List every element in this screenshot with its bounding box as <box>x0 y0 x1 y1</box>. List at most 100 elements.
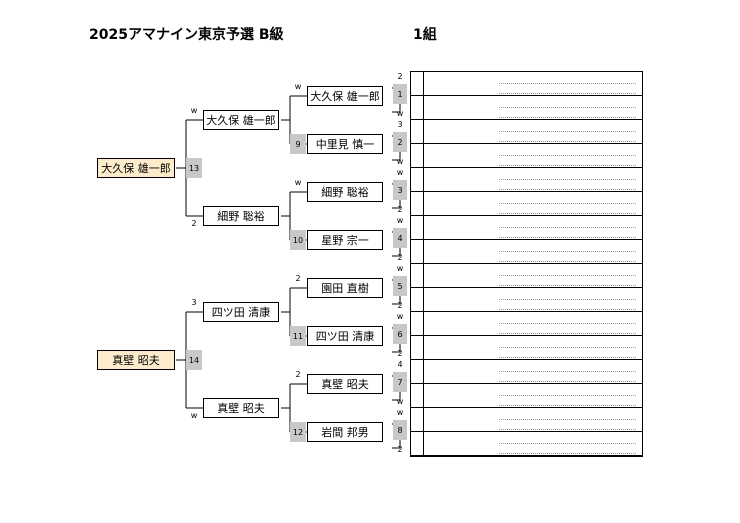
club-leader <box>499 189 636 190</box>
club-leader <box>499 141 636 142</box>
club-leader <box>499 405 636 406</box>
table-row <box>411 288 642 312</box>
name-leader <box>499 155 636 156</box>
r2-score: w <box>294 178 302 187</box>
r4-name-box: 大久保 雄一郎 <box>97 158 175 178</box>
r2-match-no: 6 <box>393 324 407 344</box>
r1-score: w <box>396 312 404 321</box>
name-leader <box>499 443 636 444</box>
r2-name-box: 大久保 雄一郎 <box>307 86 383 106</box>
r3-match-no: 11 <box>290 326 306 346</box>
r3-match-no: 12 <box>290 422 306 442</box>
name-leader <box>499 299 636 300</box>
r2-match-no: 2 <box>393 132 407 152</box>
table-row <box>411 336 642 360</box>
r3-name-box: 四ツ田 清康 <box>203 302 279 322</box>
table-row <box>411 72 642 96</box>
club-leader <box>499 429 636 430</box>
table-row <box>411 192 642 216</box>
name-leader <box>499 347 636 348</box>
r3-match-no: 10 <box>290 230 306 250</box>
name-leader <box>499 203 636 204</box>
name-leader <box>499 395 636 396</box>
club-leader <box>499 261 636 262</box>
r3-score: 2 <box>191 219 197 228</box>
r3-match-no: 9 <box>290 134 306 154</box>
r1-score: 2 <box>397 253 403 262</box>
r1-score: 2 <box>397 349 403 358</box>
table-row <box>411 312 642 336</box>
r2-name-box: 真壁 昭夫 <box>307 374 383 394</box>
r2-score: 2 <box>295 274 301 283</box>
r2-name-box: 岩間 邦男 <box>307 422 383 442</box>
name-leader <box>499 107 636 108</box>
r3-name-box: 真壁 昭夫 <box>203 398 279 418</box>
r2-name-box: 星野 宗一 <box>307 230 383 250</box>
club-leader <box>499 213 636 214</box>
r2-name-box: 細野 聡裕 <box>307 182 383 202</box>
name-leader <box>499 419 636 420</box>
r1-score: w <box>396 157 404 166</box>
name-leader <box>499 323 636 324</box>
r1-score: 2 <box>397 72 403 81</box>
club-leader <box>499 357 636 358</box>
r2-name-box: 園田 直樹 <box>307 278 383 298</box>
name-leader <box>499 83 636 84</box>
r2-match-no: 1 <box>393 84 407 104</box>
table-row <box>411 120 642 144</box>
table-row <box>411 144 642 168</box>
r2-match-no: 4 <box>393 228 407 248</box>
club-leader <box>499 165 636 166</box>
table-row <box>411 264 642 288</box>
r3-name-box: 細野 聡裕 <box>203 206 279 226</box>
r2-score: 2 <box>295 370 301 379</box>
r1-score: 2 <box>397 445 403 454</box>
club-leader <box>499 333 636 334</box>
table-row <box>411 96 642 120</box>
club-leader <box>499 93 636 94</box>
r4-name-box: 真壁 昭夫 <box>97 350 175 370</box>
r2-match-no: 8 <box>393 420 407 440</box>
r1-score: w <box>396 408 404 417</box>
r2-score: w <box>294 82 302 91</box>
table-row <box>411 360 642 384</box>
r2-match-no: 3 <box>393 180 407 200</box>
player-table <box>410 71 643 457</box>
table-divider <box>423 72 424 456</box>
table-row <box>411 432 642 456</box>
club-leader <box>499 453 636 454</box>
name-leader <box>499 275 636 276</box>
table-row <box>411 216 642 240</box>
r1-score: w <box>396 168 404 177</box>
name-leader <box>499 251 636 252</box>
r1-score: w <box>396 264 404 273</box>
table-row <box>411 384 642 408</box>
r4-match-no: 14 <box>186 350 202 370</box>
r1-score: 3 <box>397 120 403 129</box>
club-leader <box>499 309 636 310</box>
r2-match-no: 7 <box>393 372 407 392</box>
tournament-title: 2025アマナイン東京予選 B級 <box>89 27 284 43</box>
name-leader <box>499 371 636 372</box>
club-leader <box>499 285 636 286</box>
r3-score: w <box>190 106 198 115</box>
r1-score: 2 <box>397 205 403 214</box>
r1-score: w <box>396 109 404 118</box>
group-label: 1組 <box>413 27 437 43</box>
r1-score: w <box>396 216 404 225</box>
r2-name-box: 中里見 慎一 <box>307 134 383 154</box>
r1-score: 4 <box>397 360 403 369</box>
name-leader <box>499 179 636 180</box>
r2-name-box: 四ツ田 清康 <box>307 326 383 346</box>
r3-name-box: 大久保 雄一郎 <box>203 110 279 130</box>
club-leader <box>499 381 636 382</box>
r3-score: 3 <box>191 298 197 307</box>
table-row <box>411 240 642 264</box>
name-leader <box>499 131 636 132</box>
club-leader <box>499 237 636 238</box>
table-row <box>411 408 642 432</box>
r4-match-no: 13 <box>186 158 202 178</box>
name-leader <box>499 227 636 228</box>
club-leader <box>499 117 636 118</box>
r3-score: w <box>190 411 198 420</box>
